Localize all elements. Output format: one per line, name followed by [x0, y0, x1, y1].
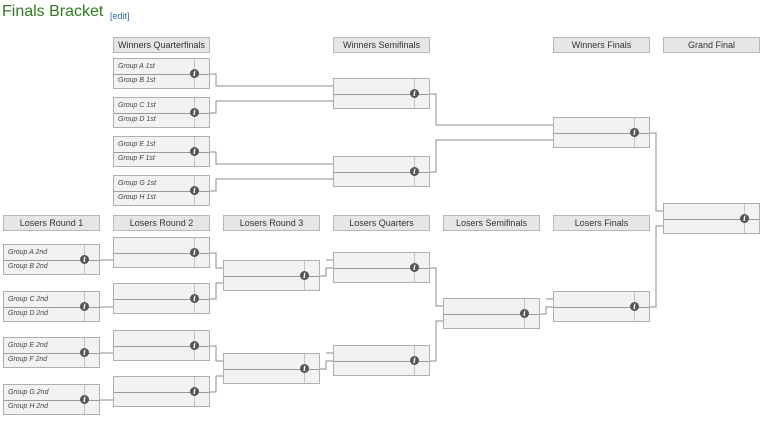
connector-line [650, 132, 663, 212]
match-info-icon[interactable]: i [80, 348, 89, 357]
match-lq-1: i [333, 252, 430, 283]
match-info-icon[interactable]: i [190, 186, 199, 195]
match-info-icon[interactable]: i [190, 248, 199, 257]
connector-line [320, 360, 333, 370]
team-slot: Group E 1st [118, 140, 156, 148]
match-wqf-1: Group A 1st Group B 1st i [113, 58, 210, 89]
match-wf: i [553, 117, 650, 148]
match-info-icon[interactable]: i [190, 108, 199, 117]
match-lq-2: i [333, 345, 430, 376]
match-wsf-1: i [333, 78, 430, 109]
match-info-icon[interactable]: i [190, 294, 199, 303]
match-info-icon[interactable]: i [80, 395, 89, 404]
match-info-icon[interactable]: i [190, 69, 199, 78]
team-slot: Group G 2nd [8, 388, 49, 396]
round-header-winners-quarterfinals: Winners Quarterfinals [113, 37, 210, 53]
connector-line [540, 306, 553, 315]
match-wsf-2: i [333, 156, 430, 187]
edit-link[interactable]: [edit] [110, 11, 130, 21]
match-lr1-4: Group G 2nd Group H 2nd i [3, 384, 100, 415]
connector-line [430, 139, 553, 173]
connector-line [210, 73, 333, 87]
connector-line [430, 93, 553, 126]
team-slot: Group A 1st [118, 62, 155, 70]
team-slot: Group F 2nd [8, 356, 48, 364]
match-info-icon[interactable]: i [740, 214, 749, 223]
connector-line [210, 375, 223, 393]
connector-line [210, 252, 223, 269]
connector-line [210, 282, 223, 300]
match-lr1-1: Group A 2nd Group B 2nd i [3, 244, 100, 275]
round-header-losers-round-1: Losers Round 1 [3, 215, 100, 231]
match-info-icon[interactable]: i [190, 147, 199, 156]
team-slot: Group H 2nd [8, 403, 49, 411]
match-wqf-4: Group G 1st Group H 1st i [113, 175, 210, 206]
match-info-icon[interactable]: i [300, 271, 309, 280]
match-info-icon[interactable]: i [80, 255, 89, 264]
team-slot: Group D 2nd [8, 310, 49, 318]
round-header-winners-finals: Winners Finals [553, 37, 650, 53]
round-header-losers-semifinals: Losers Semifinals [443, 215, 540, 231]
match-info-icon[interactable]: i [630, 302, 639, 311]
team-slot: Group C 1st [118, 101, 156, 109]
match-lr1-2: Group C 2nd Group D 2nd i [3, 291, 100, 322]
round-header-losers-round-2: Losers Round 2 [113, 215, 210, 231]
match-wqf-3: Group E 1st Group F 1st i [113, 136, 210, 167]
connector-line [650, 225, 663, 308]
team-slot: Group H 1st [118, 194, 156, 202]
match-info-icon[interactable]: i [80, 302, 89, 311]
connector-line [210, 345, 223, 362]
round-header-losers-quarters: Losers Quarters [333, 215, 430, 231]
match-info-icon[interactable]: i [300, 364, 309, 373]
round-header-grand-final: Grand Final [663, 37, 760, 53]
match-lr3-2: i [223, 353, 320, 384]
match-info-icon[interactable]: i [190, 387, 199, 396]
team-slot: Group C 2nd [8, 295, 49, 303]
team-slot: Group G 1st [118, 179, 157, 187]
match-info-icon[interactable]: i [410, 356, 419, 365]
connector-line [320, 267, 333, 277]
match-lr3-1: i [223, 260, 320, 291]
connector-line [210, 178, 333, 192]
match-lsf: i [443, 298, 540, 329]
team-slot: Group A 2nd [8, 248, 48, 256]
connector-line [430, 267, 443, 307]
connector-line [210, 100, 333, 114]
team-slot: Group D 1st [118, 116, 156, 124]
match-lr1-3: Group E 2nd Group F 2nd i [3, 337, 100, 368]
connector-line [210, 151, 333, 165]
round-header-winners-semifinals: Winners Semifinals [333, 37, 430, 53]
team-slot: Group B 1st [118, 77, 156, 85]
match-info-icon[interactable]: i [410, 263, 419, 272]
team-slot: Group F 1st [118, 155, 155, 163]
match-info-icon[interactable]: i [190, 341, 199, 350]
connector-line [430, 320, 443, 362]
match-info-icon[interactable]: i [410, 167, 419, 176]
match-lf: i [553, 291, 650, 322]
match-lr2-4: i [113, 376, 210, 407]
match-wqf-2: Group C 1st Group D 1st i [113, 97, 210, 128]
match-lr2-3: i [113, 330, 210, 361]
team-slot: Group B 2nd [8, 263, 48, 271]
match-lr2-2: i [113, 283, 210, 314]
match-lr2-1: i [113, 237, 210, 268]
match-info-icon[interactable]: i [410, 89, 419, 98]
match-grand-final: i [663, 203, 760, 234]
match-info-icon[interactable]: i [630, 128, 639, 137]
edit-link-label[interactable]: edit [112, 11, 128, 21]
page-title: Finals Bracket [2, 3, 104, 20]
round-header-losers-finals: Losers Finals [553, 215, 650, 231]
match-info-icon[interactable]: i [520, 309, 529, 318]
round-header-losers-round-3: Losers Round 3 [223, 215, 320, 231]
team-slot: Group E 2nd [8, 341, 48, 349]
